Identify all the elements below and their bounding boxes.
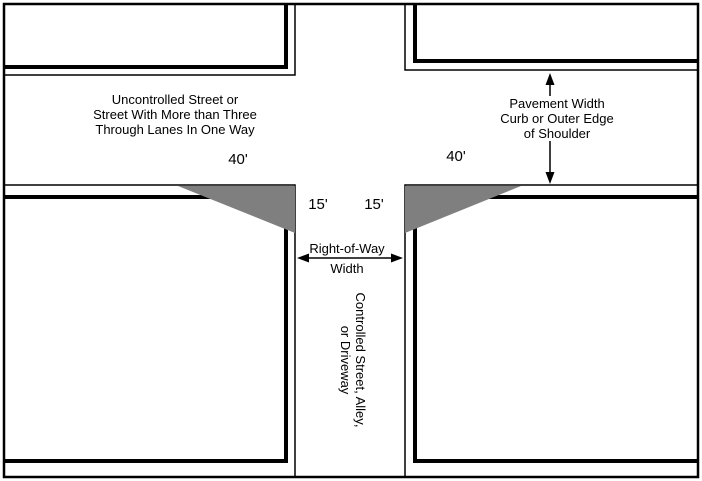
right-of-way-width-label-line2: Width (330, 261, 364, 276)
right-sight-distance-label: 40' (446, 148, 466, 165)
uncontrolled-street-label-line1: Uncontrolled Street or (111, 92, 239, 107)
left-clearance-label: 15' (308, 196, 328, 213)
left-sight-triangle (178, 186, 295, 233)
controlled-street-label: Controlled Street, Alley, or Driveway (336, 285, 368, 435)
pavement-width-label-line3: of Shoulder (523, 126, 591, 141)
arrow-right-head-icon (391, 253, 403, 263)
right-clearance-label: 15' (364, 196, 384, 213)
top-right-block-curb-line (413, 4, 698, 63)
left-sight-distance-label: 40' (228, 151, 248, 168)
right-of-way-width-label-line1: Right-of-Way (309, 241, 385, 256)
uncontrolled-street-label-line3: Through Lanes In One Way (95, 122, 255, 137)
bottom-right-block-row-line (404, 184, 698, 476)
top-left-block-row-line (4, 4, 296, 76)
pavement-width-label: Pavement Width Curb or Outer Edge of Sho… (478, 96, 636, 141)
uncontrolled-street-label-line2: Street With More than Three (93, 107, 257, 122)
top-left-block-curb-line (4, 4, 288, 69)
bottom-right-block-curb-line (413, 195, 698, 463)
controlled-street-label-line1: Controlled Street, Alley, (353, 292, 368, 428)
arrow-up-head-icon (545, 73, 555, 85)
right-of-way-width-label: Right-of-Way Width (291, 241, 403, 276)
right-of-way-width-arrow (297, 253, 403, 263)
right-sight-triangle (405, 186, 521, 233)
top-right-block-row-line (404, 4, 698, 71)
bottom-left-block-curb-line (4, 195, 288, 463)
pavement-width-label-line1: Pavement Width (509, 96, 605, 111)
bottom-left-block-row-line (4, 184, 296, 476)
arrow-left-head-icon (297, 253, 309, 263)
arrow-down-head-icon (545, 172, 555, 184)
uncontrolled-street-label: Uncontrolled Street or Street With More … (68, 92, 282, 137)
controlled-street-label-line2: or Driveway (338, 325, 353, 395)
pavement-width-label-line2: Curb or Outer Edge (500, 111, 614, 126)
